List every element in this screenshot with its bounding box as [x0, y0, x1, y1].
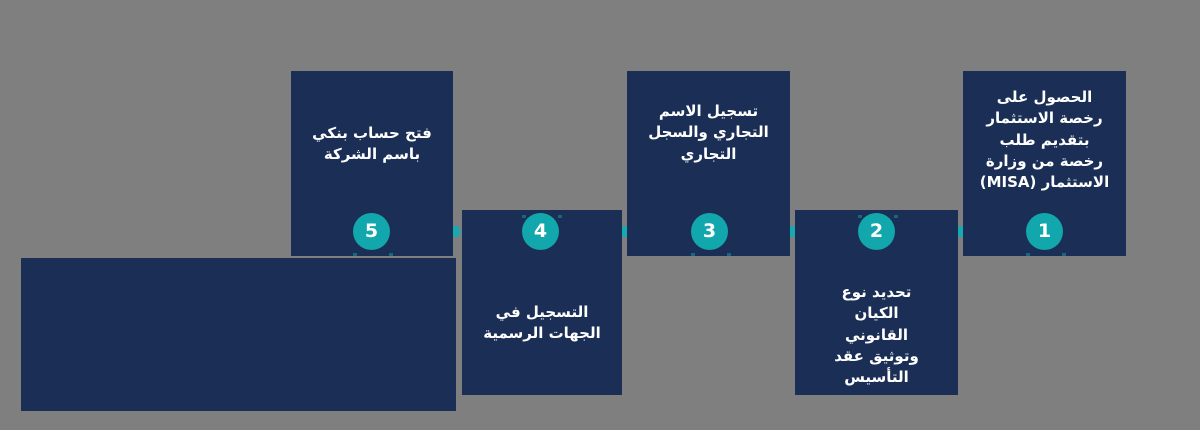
step-box-5[interactable]: فتح حساب بنكي باسم الشركة	[291, 71, 453, 256]
step-number-badge-2[interactable]: 2	[858, 213, 895, 250]
tick-mark-3b	[727, 253, 731, 256]
tick-mark-4a	[522, 215, 526, 218]
step-number-badge-4[interactable]: 4	[522, 213, 559, 250]
step-box-2[interactable]: تحديد نوع الكيان القانوني وتوثيق عقد الت…	[795, 210, 958, 395]
step-number-badge-3[interactable]: 3	[691, 213, 728, 250]
tick-mark-1a	[1026, 253, 1030, 256]
tick-mark-4b	[558, 215, 562, 218]
tick-mark-5b	[389, 253, 393, 256]
tick-mark-2b	[894, 215, 898, 218]
step-number-badge-5[interactable]: 5	[353, 213, 390, 250]
connector-node-3	[616, 226, 628, 237]
step-label-3: تسجيل الاسم التجاري والسجل التجاري	[648, 102, 769, 163]
tick-mark-1b	[1062, 253, 1066, 256]
connector-node-4	[447, 226, 459, 237]
step-label-1: الحصول على رخصة الاستثمار بتقديم طلب رخص…	[979, 88, 1110, 192]
tick-mark-5a	[353, 253, 357, 256]
step-number-badge-1[interactable]: 1	[1026, 213, 1063, 250]
tick-mark-3a	[691, 253, 695, 256]
step-label-4: التسجيل في الجهات الرسمية	[483, 303, 601, 343]
step-label-2: تحديد نوع الكيان القانوني وتوثيق عقد الت…	[834, 283, 919, 387]
tick-mark-2a	[858, 215, 862, 218]
step-label-5: فتح حساب بنكي باسم الشركة	[312, 124, 432, 164]
content-panel-block	[21, 258, 456, 411]
